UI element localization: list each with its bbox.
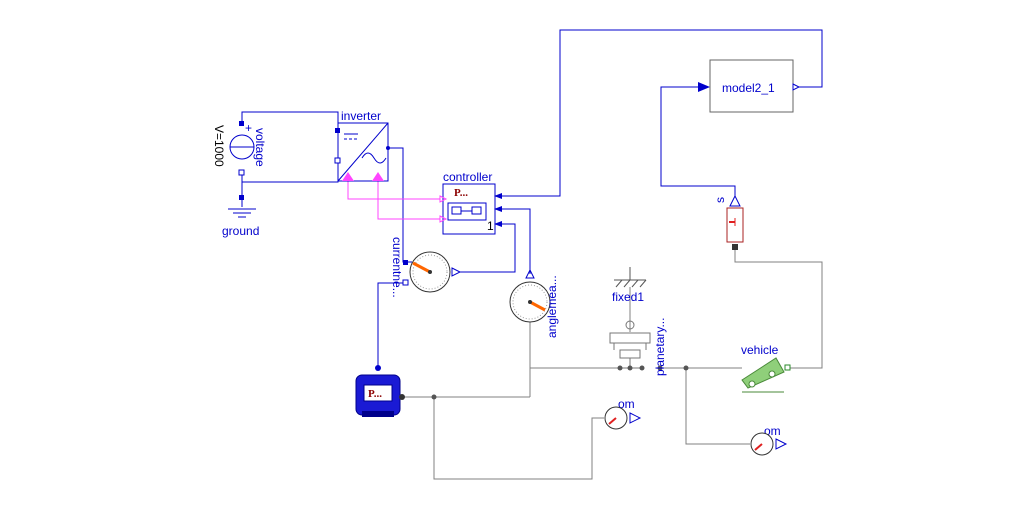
wire-current-motor[interactable] xyxy=(377,282,405,368)
svg-text:P...: P... xyxy=(368,388,382,400)
speed-sensor[interactable]: s xyxy=(713,194,744,250)
wire-current-controller[interactable] xyxy=(460,223,516,273)
planetary-label: planetary... xyxy=(653,318,667,376)
ground-icon xyxy=(228,208,256,218)
fixed-label: fixed1 xyxy=(612,290,644,304)
wire-controller-inverter-a[interactable] xyxy=(347,181,440,200)
motor[interactable]: P... xyxy=(355,365,437,417)
wire-speed-model[interactable] xyxy=(660,86,736,196)
controller[interactable]: controller P... 1 xyxy=(439,170,502,235)
current-sensor[interactable]: currentne... xyxy=(390,237,462,298)
wire-model-controller[interactable] xyxy=(502,29,823,197)
ground[interactable]: ground xyxy=(222,195,259,238)
fixed[interactable]: fixed1 xyxy=(612,267,647,304)
voltage-label: voltage xyxy=(253,128,267,167)
planetary-gear-icon xyxy=(609,320,651,369)
voltage-param: V=1000 xyxy=(212,125,226,167)
angle-sensor-label: anglemea... xyxy=(545,275,559,338)
shaft-vehicle-speed[interactable] xyxy=(734,250,823,369)
controller-icon: P... 1 xyxy=(442,183,496,235)
planetary-gear[interactable]: planetary... xyxy=(609,318,689,376)
svg-text:1: 1 xyxy=(487,219,494,233)
speedometer-vehicle[interactable]: om xyxy=(750,424,788,456)
inverter-label: inverter xyxy=(341,109,381,123)
vehicle-icon xyxy=(741,357,785,393)
current-sensor-icon xyxy=(409,251,451,293)
fixed-icon xyxy=(614,267,647,288)
model-label: model2_1 xyxy=(722,81,775,95)
current-sensor-label: currentne... xyxy=(390,237,404,298)
inverter-icon xyxy=(337,122,389,182)
model-block[interactable]: model2_1 xyxy=(698,59,801,113)
speed-sensor-label: s xyxy=(713,197,727,203)
electrical-connections xyxy=(241,29,823,368)
wire-angle-controller[interactable] xyxy=(500,208,531,274)
vehicle[interactable]: vehicle xyxy=(741,343,791,393)
speedometer-icon xyxy=(750,432,774,456)
ground-label: ground xyxy=(222,224,259,238)
inverter[interactable]: inverter xyxy=(334,109,390,182)
speedometer-icon xyxy=(604,406,628,430)
shaft-angle-sensor[interactable] xyxy=(529,367,620,397)
speed-sensor-icon xyxy=(726,207,744,243)
motor-icon: P... xyxy=(355,374,401,417)
speedometer-motor[interactable]: om xyxy=(604,397,642,430)
om-motor-label: om xyxy=(618,397,635,411)
voltage-source[interactable]: + voltage V=1000 xyxy=(212,121,267,176)
shaft-vehicle-om[interactable] xyxy=(685,368,750,445)
wire-controller-inverter-b[interactable] xyxy=(377,181,440,220)
mechanical-connections xyxy=(402,250,823,480)
angle-sensor[interactable]: anglemea... xyxy=(509,268,559,338)
controller-label: controller xyxy=(443,170,492,184)
wire-voltage-top-inverter[interactable] xyxy=(241,111,339,124)
shaft-motor-om[interactable] xyxy=(433,397,604,480)
angle-sensor-icon xyxy=(509,281,551,323)
vehicle-label: vehicle xyxy=(741,343,779,357)
signal-connections xyxy=(347,181,440,220)
voltage-plus: + xyxy=(245,121,252,135)
svg-text:P...: P... xyxy=(454,187,468,199)
